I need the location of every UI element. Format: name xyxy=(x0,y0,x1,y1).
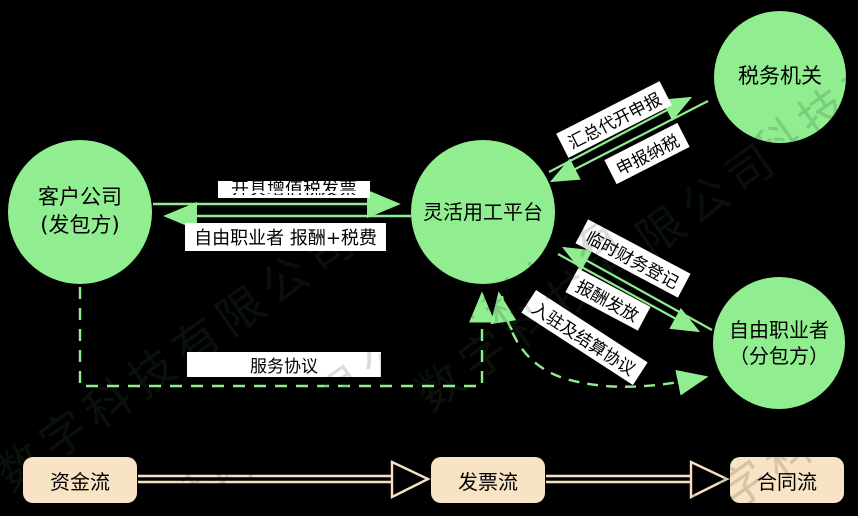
node-freelancer: 自由职业者 （分包方） xyxy=(713,277,845,409)
dashed-curve-settlement xyxy=(500,295,709,396)
node-tax-authority: 税务机关 xyxy=(714,11,846,143)
node-client-company: 客户公司 (发包方) xyxy=(8,140,152,284)
node-client-line1: 客户公司 xyxy=(38,185,122,210)
flow-arrow-capital-to-invoice xyxy=(138,460,431,499)
edge-label-service-agreement: 服务协议 xyxy=(187,352,381,377)
flow-box-capital: 资金流 xyxy=(23,457,137,503)
label-strike-line xyxy=(218,191,370,193)
label-strike-line xyxy=(218,195,370,197)
node-tax-line1: 税务机关 xyxy=(738,64,822,89)
dashed-curve-settlement-head xyxy=(490,291,517,331)
edge-label-vat-invoice: 开具增值税发票 xyxy=(218,181,370,198)
edge-label-vat-invoice-text: 开具增值税发票 xyxy=(231,181,357,198)
dashed-path-service-agreement xyxy=(78,287,495,388)
arrow-tax-to-platform xyxy=(549,100,709,183)
node-freelancer-line2: （分包方） xyxy=(729,344,829,368)
flow-box-contract: 合同流 xyxy=(730,457,844,503)
edge-label-freelancer-payment: 自由职业者 报酬+税费 xyxy=(185,223,386,251)
flow-box-invoice: 发票流 xyxy=(431,457,545,503)
node-platform-line1: 灵活用工平台 xyxy=(423,199,543,224)
node-client-line2: (发包方) xyxy=(40,213,120,237)
flow-arrow-invoice-to-contract xyxy=(546,460,730,499)
node-flexible-platform: 灵活用工平台 xyxy=(411,140,555,284)
node-freelancer-line1: 自由职业者 xyxy=(729,317,829,342)
arrow-platform-to-freelancer xyxy=(557,253,701,333)
